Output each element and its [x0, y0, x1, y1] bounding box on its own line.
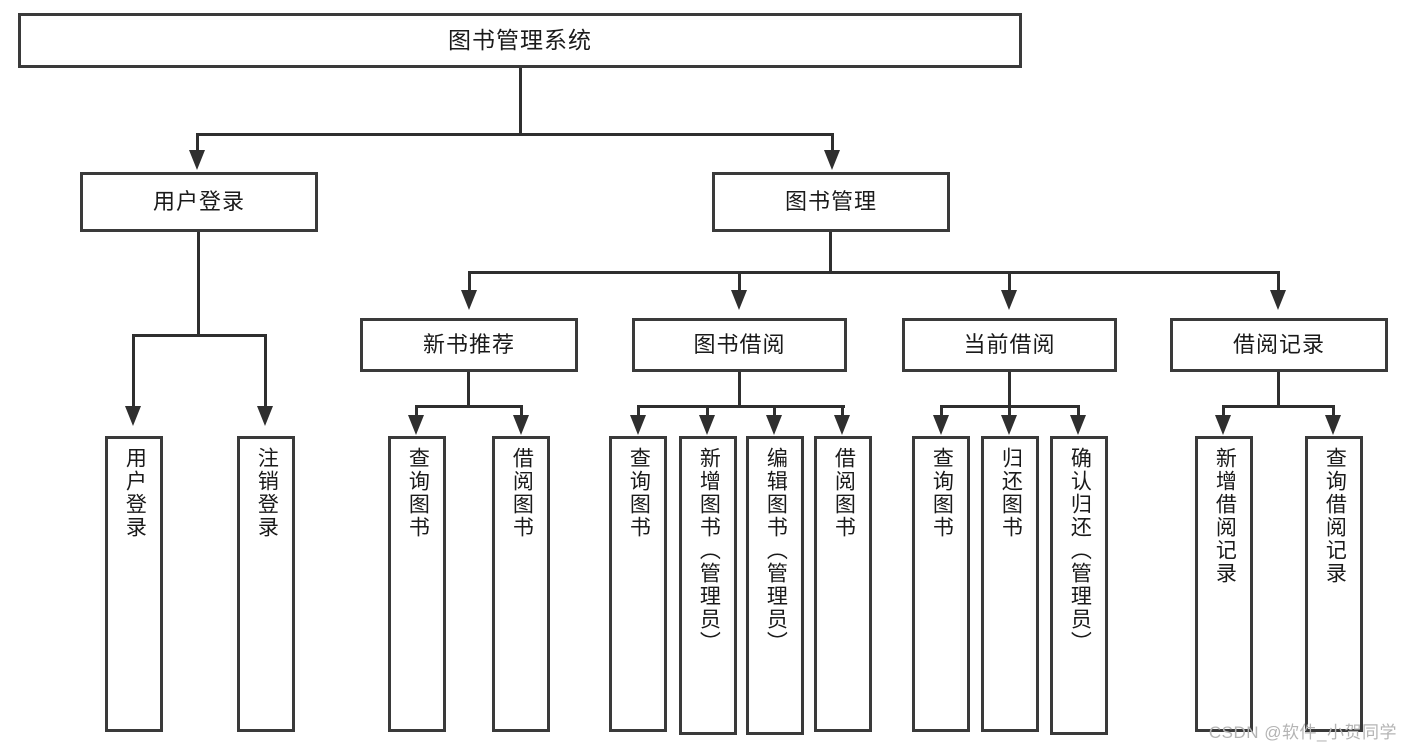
connector-drop-level2-0: [468, 271, 471, 293]
watermark-text: CSDN @软件_小贺同学: [1208, 723, 1397, 742]
node-book-management[interactable]: 图书管理: [712, 172, 950, 232]
arrow-leaf-book-borrow-3: [834, 415, 850, 435]
node-label: 确认归还（管理员）: [1068, 447, 1092, 654]
connector-drop-leaf-borrow-record-1: [1332, 405, 1335, 420]
connector-borrow-record-bar: [1222, 405, 1335, 408]
node-leaf-query-book-current[interactable]: 查询图书: [912, 436, 970, 732]
connector-drop-user-login: [196, 133, 199, 153]
connector-drop-leaf-current-borrow-1: [1008, 405, 1011, 420]
node-leaf-logout[interactable]: 注销登录: [237, 436, 295, 732]
connector-drop-leaf-book-borrow-1: [706, 405, 709, 420]
connector-drop-leaf-current-borrow-2: [1077, 405, 1080, 420]
node-label: 注销登录: [255, 447, 279, 539]
node-label: 图书管理系统: [448, 27, 592, 54]
node-label: 借阅图书: [510, 447, 534, 539]
arrow-leaf-current-borrow-0: [933, 415, 949, 435]
node-current-borrow[interactable]: 当前借阅: [902, 318, 1117, 372]
node-leaf-borrow-book-recommend[interactable]: 借阅图书: [492, 436, 550, 732]
node-label: 借阅记录: [1232, 332, 1325, 358]
connector-drop-level2-3: [1277, 271, 1280, 293]
connector-drop-level2-1: [738, 271, 741, 293]
arrow-leaf-new-book-0: [408, 415, 424, 435]
connector-drop-leaf-book-borrow-3: [841, 405, 844, 420]
connector-new-book-stub: [467, 372, 470, 408]
node-book-borrow[interactable]: 图书借阅: [632, 318, 847, 372]
connector-drop-leaf-new-book-0: [415, 405, 418, 420]
node-leaf-query-book-borrow[interactable]: 查询图书: [609, 436, 667, 732]
node-new-book-recommend[interactable]: 新书推荐: [360, 318, 578, 372]
node-label: 借阅图书: [832, 447, 856, 539]
node-label: 查询图书: [406, 447, 430, 539]
node-label: 图书管理: [784, 189, 877, 215]
node-label: 查询借阅记录: [1323, 447, 1347, 585]
arrow-leaf-new-book-1: [513, 415, 529, 435]
node-leaf-add-book-admin[interactable]: 新增图书（管理员）: [679, 436, 737, 735]
connector-drop-leaf-user-login-0: [132, 334, 135, 409]
node-leaf-borrow-book[interactable]: 借阅图书: [814, 436, 872, 732]
arrow-leaf-book-borrow-1: [699, 415, 715, 435]
node-leaf-query-book-recommend[interactable]: 查询图书: [388, 436, 446, 732]
node-label: 归还图书: [999, 447, 1023, 539]
node-leaf-query-borrow-record[interactable]: 查询借阅记录: [1305, 436, 1363, 732]
arrow-leaf-book-borrow-0: [630, 415, 646, 435]
arrow-leaf-borrow-record-1: [1325, 415, 1341, 435]
node-root-book-management-system[interactable]: 图书管理系统: [18, 13, 1022, 68]
connector-book-borrow-stub: [738, 372, 741, 408]
connector-book-borrow-bar: [637, 405, 845, 408]
node-leaf-add-borrow-record[interactable]: 新增借阅记录: [1195, 436, 1253, 732]
connector-drop-leaf-new-book-1: [520, 405, 523, 420]
connector-level2-bar: [468, 271, 1280, 274]
node-label: 当前借阅: [963, 332, 1056, 358]
connector-borrow-record-stub: [1277, 372, 1280, 408]
arrow-leaf-current-borrow-2: [1070, 415, 1086, 435]
arrow-leaf-borrow-record-0: [1215, 415, 1231, 435]
arrow-user-login: [189, 150, 205, 170]
connector-drop-leaf-current-borrow-0: [940, 405, 943, 420]
node-label: 查询图书: [930, 447, 954, 539]
arrow-level2-1: [731, 290, 747, 310]
node-label: 查询图书: [627, 447, 651, 539]
arrow-leaf-book-borrow-2: [766, 415, 782, 435]
arrow-book-management: [824, 150, 840, 170]
node-leaf-user-login[interactable]: 用户登录: [105, 436, 163, 732]
node-label: 图书借阅: [693, 332, 786, 358]
node-label: 用户登录: [152, 189, 245, 215]
connector-root-stub: [519, 68, 522, 135]
node-user-login[interactable]: 用户登录: [80, 172, 318, 232]
node-label: 编辑图书（管理员）: [764, 447, 788, 654]
connector-drop-book-management: [831, 133, 834, 153]
connector-user-login-stub: [197, 232, 200, 336]
connector-drop-leaf-borrow-record-0: [1222, 405, 1225, 420]
connector-user-login-bar: [132, 334, 267, 337]
connector-drop-level2-2: [1008, 271, 1011, 293]
arrow-leaf-current-borrow-1: [1001, 415, 1017, 435]
connector-book-management-stub: [829, 232, 832, 273]
node-label: 新增图书（管理员）: [697, 447, 721, 654]
arrow-level2-0: [461, 290, 477, 310]
arrow-leaf-user-login-0: [125, 406, 141, 426]
arrow-leaf-user-login-1: [257, 406, 273, 426]
node-leaf-edit-book-admin[interactable]: 编辑图书（管理员）: [746, 436, 804, 735]
node-label: 新书推荐: [422, 332, 515, 358]
connector-drop-leaf-book-borrow-2: [773, 405, 776, 420]
connector-drop-leaf-book-borrow-0: [637, 405, 640, 420]
node-leaf-return-book[interactable]: 归还图书: [981, 436, 1039, 732]
node-borrow-record[interactable]: 借阅记录: [1170, 318, 1388, 372]
arrow-level2-3: [1270, 290, 1286, 310]
connector-drop-leaf-user-login-1: [264, 334, 267, 409]
node-label: 用户登录: [123, 447, 147, 539]
node-label: 新增借阅记录: [1213, 447, 1237, 585]
arrow-level2-2: [1001, 290, 1017, 310]
connector-level1-bar: [196, 133, 834, 136]
connector-current-borrow-stub: [1008, 372, 1011, 408]
node-leaf-confirm-return-admin[interactable]: 确认归还（管理员）: [1050, 436, 1108, 735]
connector-new-book-bar: [415, 405, 523, 408]
